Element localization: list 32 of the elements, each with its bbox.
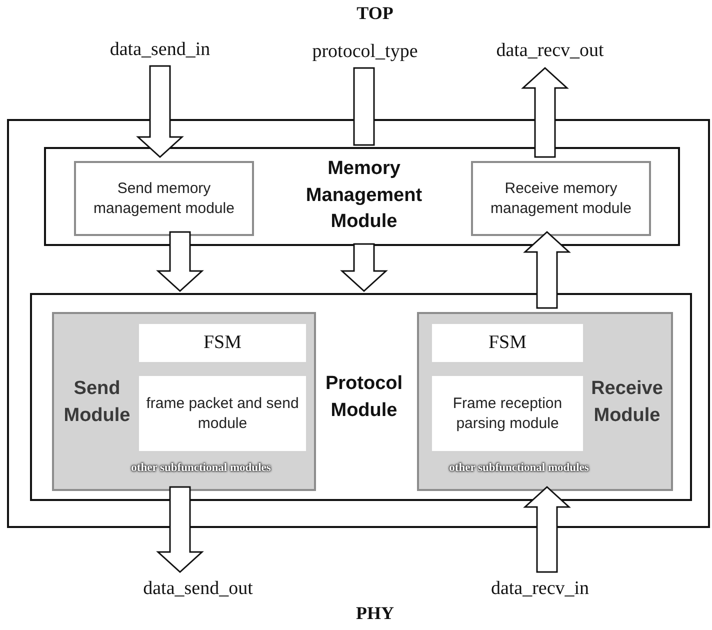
module-container	[44, 147, 680, 246]
block-arrow	[156, 486, 204, 573]
function-box: FSM	[139, 324, 306, 362]
block-arrow	[523, 486, 571, 573]
note-text: other subfunctional modules	[129, 462, 273, 474]
signal-name: data_recv_in	[490, 578, 590, 600]
submodule-panel	[417, 312, 673, 491]
module-title: Receive Module	[590, 377, 664, 428]
function-box: Frame reception parsing module	[432, 376, 583, 451]
module-title: Send Module	[62, 377, 132, 428]
signal-name: data_send_out	[143, 578, 253, 600]
submodule-panel	[52, 312, 316, 491]
signal-name: protocol_type	[312, 41, 418, 63]
block-arrow	[521, 67, 569, 158]
block-arrow	[353, 67, 375, 146]
module-title: Protocol Module	[324, 372, 404, 423]
note-text: other subfunctional modules	[447, 462, 591, 474]
module-title: Memory Management Module	[304, 157, 424, 234]
module-box: Send memory management module	[74, 161, 254, 236]
block-arrow	[340, 243, 388, 292]
signal-name: data_recv_out	[496, 40, 604, 62]
system-boundary	[7, 119, 710, 528]
signal-name: data_send_in	[110, 38, 210, 60]
function-box: FSM	[432, 324, 583, 362]
block-arrow	[156, 231, 204, 292]
block-arrow	[523, 231, 571, 309]
module-box: Receive memory management module	[471, 161, 651, 236]
function-box: frame packet and send module	[139, 376, 306, 451]
module-container	[30, 293, 692, 501]
block-arrow	[136, 65, 184, 158]
layer-label: TOP	[356, 3, 394, 24]
layer-label: PHY	[355, 603, 395, 624]
